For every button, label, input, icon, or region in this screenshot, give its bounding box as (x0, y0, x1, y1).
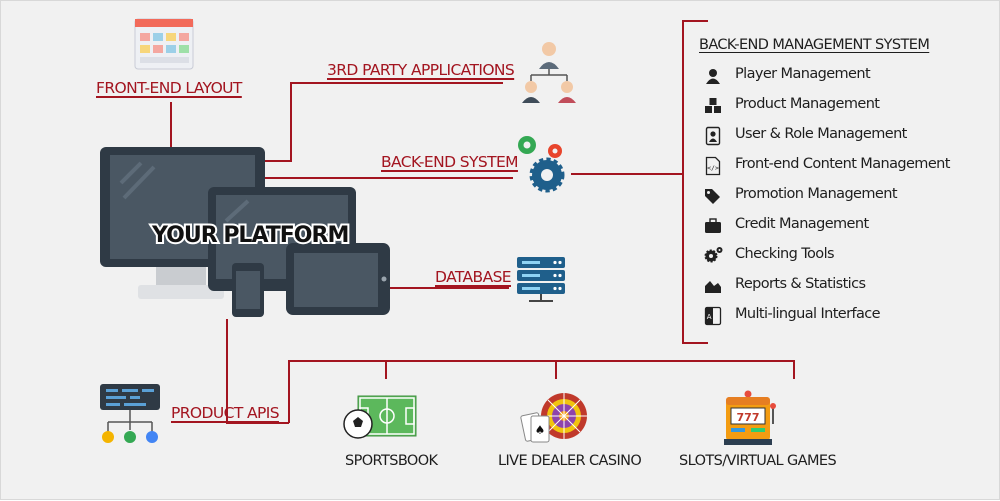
backend-item-promotion-management: Promotion Management (735, 186, 898, 202)
backend-item-reports-statistics: Reports & Statistics (735, 276, 866, 292)
boxes-icon (705, 98, 721, 113)
gears-icon (704, 247, 723, 263)
translate-icon: A (704, 306, 722, 326)
gears-icon (518, 136, 565, 193)
svg-text:♠: ♠ (535, 423, 546, 437)
product-apis-label: PRODUCT APIS (171, 404, 280, 422)
product-sportsbook-label: SPORTSBOOK (345, 453, 438, 469)
soccer-field-icon (343, 395, 417, 439)
backend-item-checking-tools: Checking Tools (735, 246, 835, 262)
api-network-icon (100, 384, 160, 443)
code-file-icon: </> (705, 156, 721, 176)
backend-management-title: BACK-END MANAGEMENT SYSTEM (699, 37, 930, 53)
front-end-layout-label: FRONT-END LAYOUT (96, 79, 242, 97)
slot-machine-icon: 777 (724, 390, 776, 445)
layout-wireframe-icon (134, 18, 194, 70)
user-icon (706, 69, 720, 84)
devices-illustration (100, 147, 390, 317)
back-end-system-label: BACK-END SYSTEM (381, 153, 519, 171)
backend-item-product-management: Product Management (735, 96, 880, 112)
server-database-icon (517, 257, 565, 302)
backend-item-multilingual-interface: Multi-lingual Interface (735, 306, 881, 322)
backend-item-player-management: Player Management (735, 66, 871, 82)
svg-text:</>: </> (707, 164, 719, 172)
third-party-applications-label: 3RD PARTY APPLICATIONS (327, 61, 515, 79)
svg-text:A: A (707, 313, 712, 321)
backend-item-credit-management: Credit Management (735, 216, 869, 232)
backend-item-frontend-content-management: Front-end Content Management (735, 156, 950, 172)
area-chart-icon (705, 281, 721, 293)
product-slots-virtual-games-label: SLOTS/VIRTUAL GAMES (679, 453, 837, 469)
users-group-icon (522, 42, 576, 103)
backend-item-user-role-management: User & Role Management (735, 126, 907, 142)
briefcase-icon (705, 218, 721, 233)
your-platform-title: YOUR PLATFORM (150, 221, 351, 250)
roulette-icon: ♠ (520, 393, 587, 443)
user-badge-icon (705, 126, 721, 146)
tags-icon (705, 189, 720, 204)
product-live-dealer-casino-label: LIVE DEALER CASINO (498, 453, 642, 469)
svg-text:777: 777 (737, 411, 760, 424)
database-label: DATABASE (435, 268, 512, 286)
